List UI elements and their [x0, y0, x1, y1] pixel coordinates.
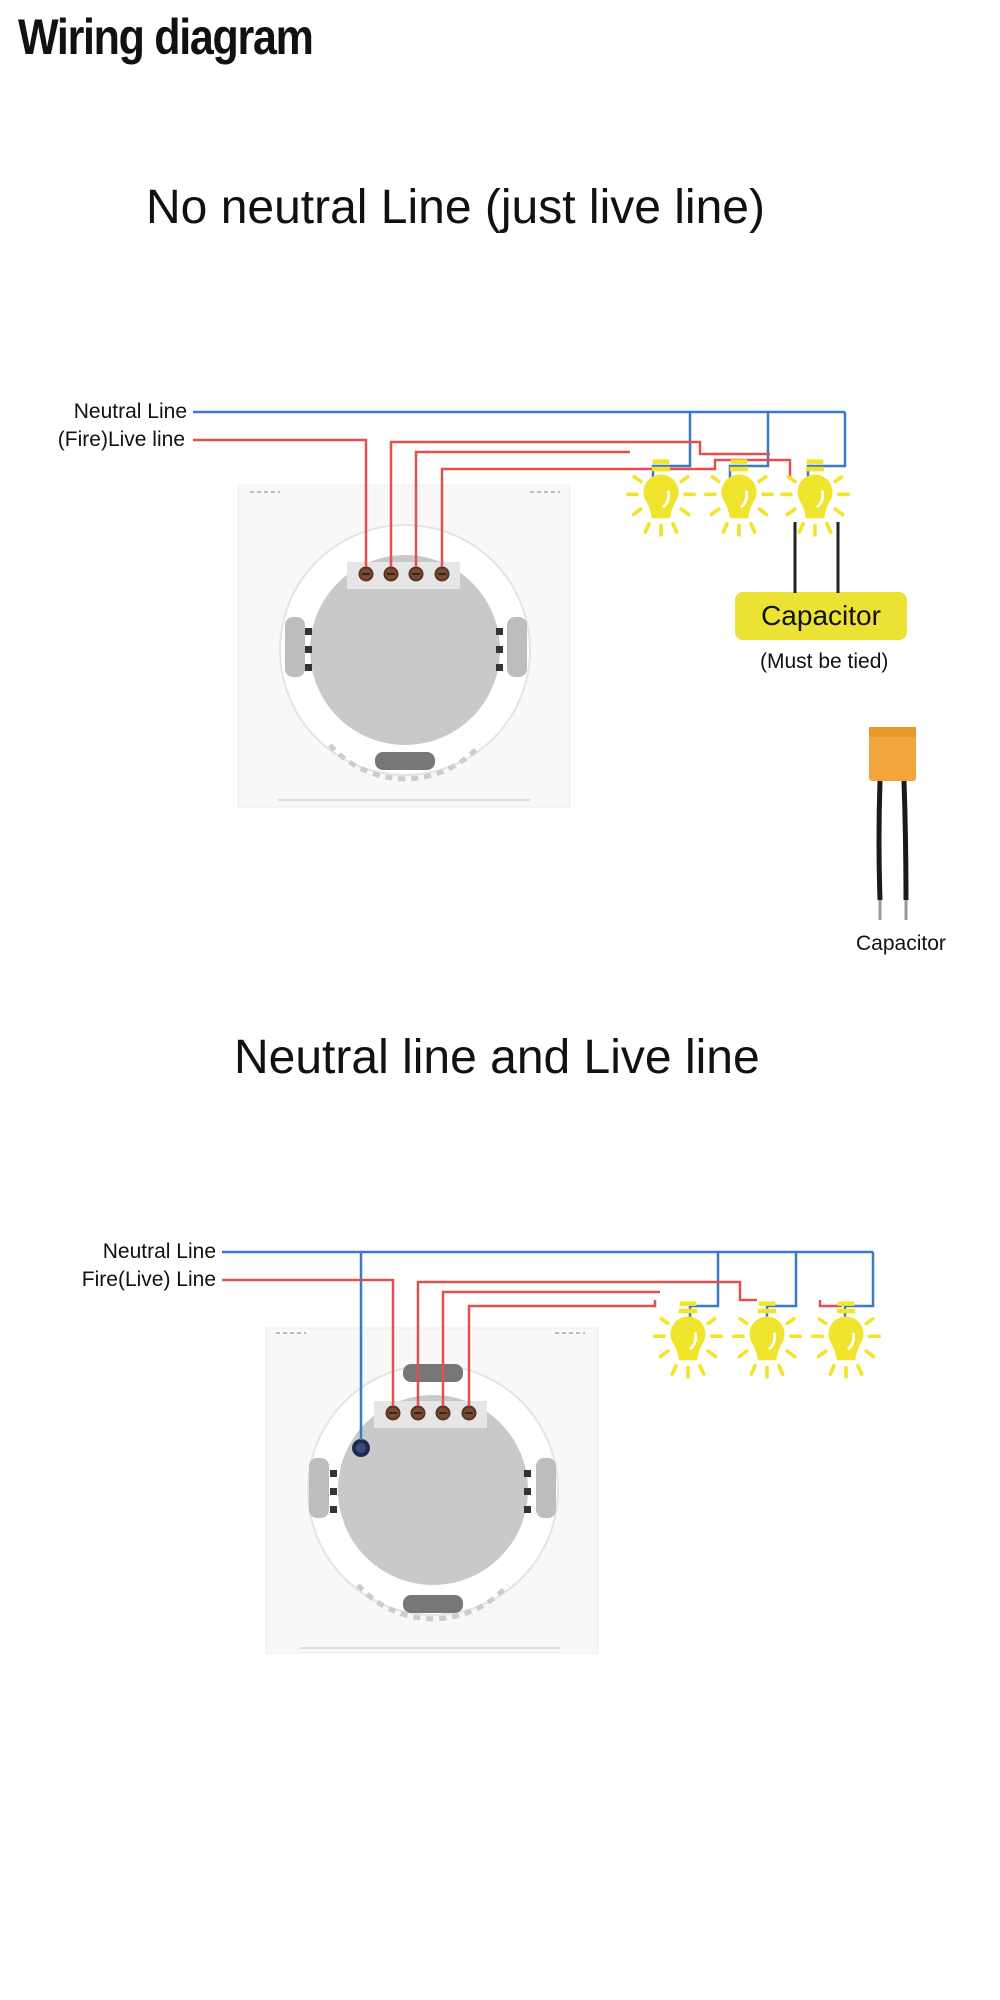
diagram1-heading: No neutral Line (just live line)	[146, 181, 765, 234]
capacitor-note: (Must be tied)	[760, 650, 889, 673]
diagram1-bulb-2	[704, 457, 774, 537]
diagram1-neutral-label: Neutral Line	[73, 400, 187, 423]
diagram1-bulb-1	[626, 457, 696, 537]
capacitor-leads	[793, 522, 840, 593]
page-title: Wiring diagram	[18, 9, 314, 65]
diagram2-heading: Neutral line and Live line	[234, 1031, 760, 1084]
diagram2-neutral-label: Neutral Line	[102, 1240, 216, 1263]
diagram1-live-wire	[193, 438, 792, 567]
diagram2-live-label: Fire(Live) Line	[81, 1268, 216, 1291]
capacitor-icon	[869, 727, 916, 920]
diagram2-bulb-1	[653, 1299, 723, 1379]
diagram2-bulb-3	[811, 1299, 881, 1379]
capacitor-badge: Capacitor	[735, 592, 907, 640]
diagram2-bulb-2	[732, 1299, 802, 1379]
diagram2-switch-module	[265, 1327, 599, 1654]
diagram1-neutral-wire	[193, 410, 847, 478]
capacitor-caption: Capacitor	[856, 932, 946, 955]
diagram1-switch-module	[237, 484, 571, 808]
diagram2-live-wire	[222, 1278, 842, 1406]
diagram1-live-label: (Fire)Live line	[57, 428, 185, 451]
